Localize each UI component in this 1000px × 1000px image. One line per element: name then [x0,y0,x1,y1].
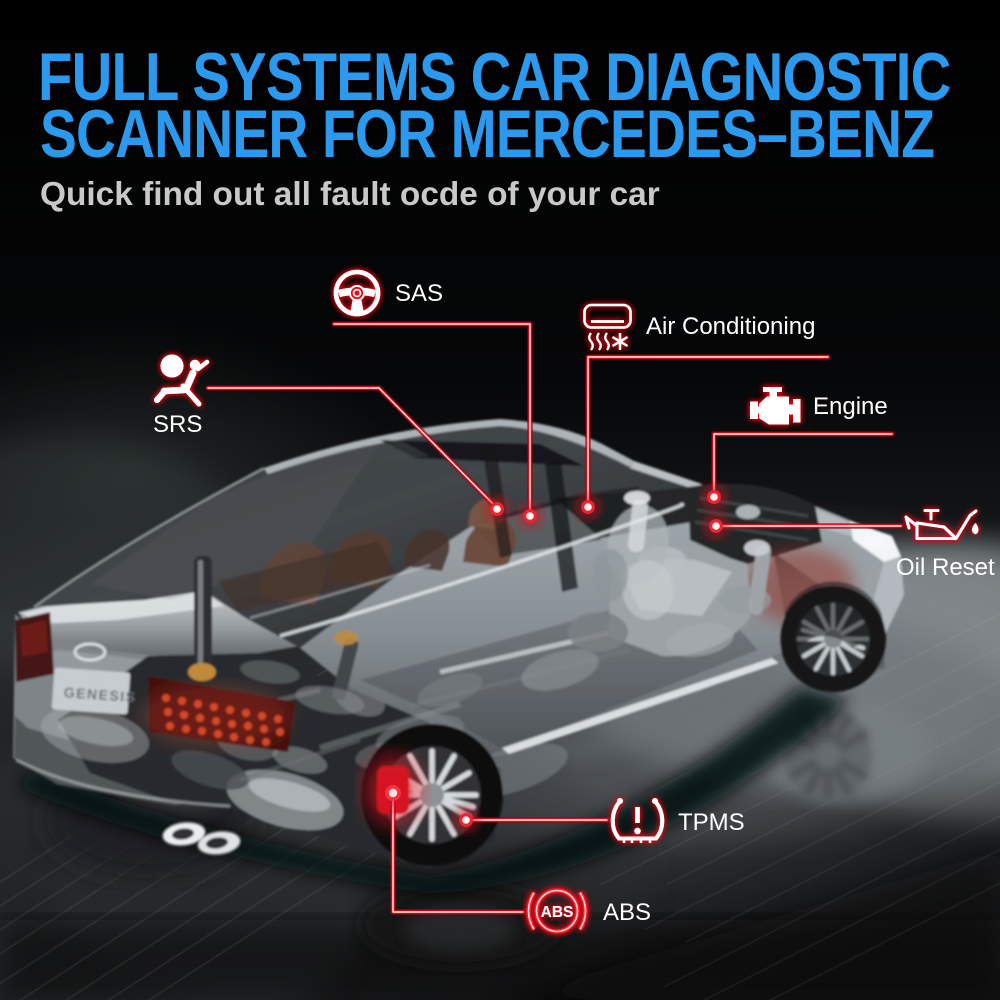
svg-text:GENESIS: GENESIS [63,684,137,705]
svg-text:ABS: ABS [541,904,574,921]
